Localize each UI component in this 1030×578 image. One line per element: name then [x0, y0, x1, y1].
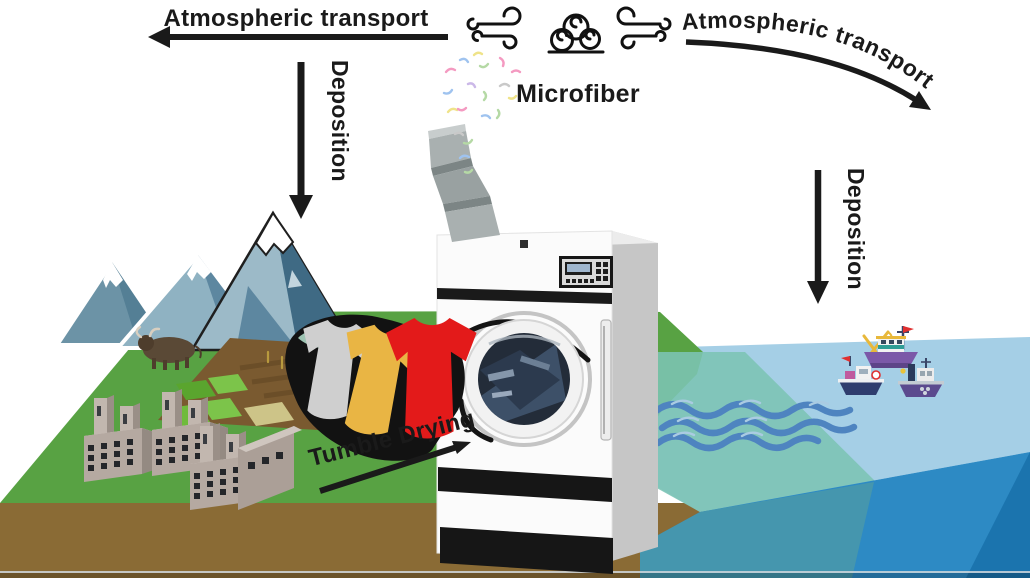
dryer-lower-stripe: [438, 467, 612, 502]
label-atmospheric-transport-right: Atmospheric transport: [681, 7, 939, 94]
ocean-shallow: [644, 352, 878, 512]
label-atmospheric-transport-left: Atmospheric transport: [163, 5, 429, 32]
label-deposition-left: Deposition: [327, 60, 353, 182]
cloud-icon: [547, 13, 605, 54]
fishing-boat-left: [838, 356, 884, 395]
ocean-bevel: [966, 452, 1030, 578]
dryer-power-button: [520, 240, 528, 248]
ground-edge-shadow: [0, 573, 1030, 578]
arrow-tumble-drying: [319, 441, 471, 494]
dryer-top-stripe: [437, 288, 612, 304]
label-microfiber: Microfiber: [516, 80, 640, 108]
wind-icon: [466, 6, 522, 50]
vent-pipe: [428, 124, 500, 242]
ocean-front-shallow: [640, 482, 874, 578]
fishing-boat-right: [898, 358, 944, 397]
dryer-door-handle: [600, 319, 612, 441]
arrow-deposition-right: [807, 170, 829, 304]
dryer-control-panel: [559, 256, 613, 288]
laundry-inside-drum: [478, 344, 566, 424]
svg-text:Atmospheric transport: Atmospheric transport: [681, 7, 940, 94]
label-deposition-right: Deposition: [843, 168, 869, 290]
mountains: [53, 210, 358, 352]
arrow-atmospheric-right: [685, 39, 931, 110]
wind-icon: [616, 6, 672, 50]
factory-buildings: [84, 389, 302, 510]
ground-edge-line: [0, 571, 1030, 573]
fishing-boat-trawler: [862, 326, 918, 368]
clothes-pile: [285, 314, 477, 461]
dryer-base-panel: [440, 527, 613, 574]
dryer-door: [456, 311, 592, 447]
microfiber-particles: [442, 51, 522, 174]
arrow-deposition-left: [289, 62, 313, 219]
waves: [652, 399, 858, 452]
arrow-atmospheric-left: [148, 26, 448, 48]
tumble-dryer: [436, 230, 658, 574]
dryer-side: [612, 231, 658, 561]
water-buffalo: [135, 325, 202, 370]
